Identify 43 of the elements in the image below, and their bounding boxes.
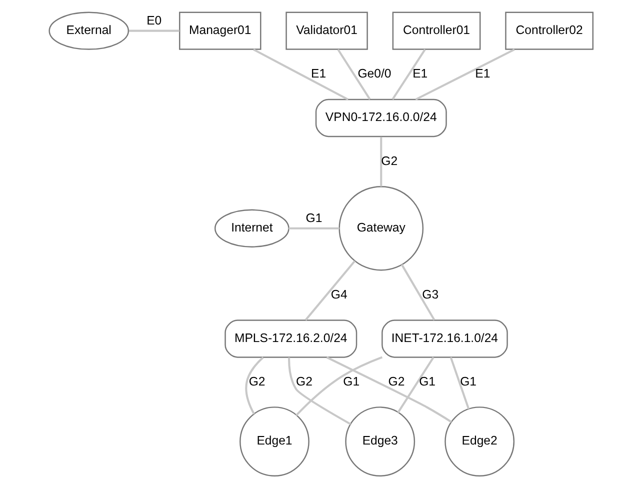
edge-label: G2	[380, 154, 398, 168]
node-circle: Edge3	[344, 406, 415, 476]
node-circle: Edge2	[444, 406, 514, 476]
node-box: INET-172.16.1.0/24	[381, 320, 508, 358]
connector	[326, 356, 452, 423]
node-box: VPN0-172.16.0.0/24	[314, 98, 446, 138]
connector	[244, 356, 264, 415]
connector	[304, 260, 356, 321]
edge-label: G2	[296, 374, 312, 389]
edge-label: G1	[305, 210, 322, 225]
connector	[128, 30, 179, 32]
edge-label: G2	[248, 374, 265, 389]
edge-label: G2	[388, 374, 404, 389]
connector	[288, 227, 339, 230]
connector	[288, 357, 351, 425]
edge-label: G4	[330, 287, 347, 302]
node-ellipse: External	[48, 12, 129, 50]
edge-label: G1	[342, 374, 360, 389]
connector	[336, 48, 370, 100]
edge-label: G1	[418, 374, 435, 389]
node-box: Manager01	[178, 12, 261, 50]
edge-label: E0	[146, 13, 162, 28]
connector	[414, 48, 514, 100]
edge-label: E1	[310, 66, 326, 81]
edge-label: Ge0/0	[357, 66, 391, 81]
node-circle: Edge1	[239, 406, 309, 476]
node-box: MPLS-172.16.2.0/24	[224, 320, 357, 358]
edge-label: E1	[474, 66, 490, 81]
connector	[295, 356, 382, 416]
edge-label: G3	[422, 287, 438, 302]
node-box: Controller01	[392, 12, 480, 50]
connector	[449, 356, 470, 410]
node-box: Validator01	[285, 12, 368, 50]
connector	[252, 48, 348, 100]
node-box: Controller02	[504, 12, 594, 50]
edge-label: E1	[412, 66, 428, 81]
connector	[400, 264, 435, 321]
node-ellipse: Internet	[214, 209, 289, 248]
node-circle: Gateway	[338, 186, 424, 271]
edge-label: G1	[460, 374, 476, 389]
connector	[396, 356, 434, 414]
connector	[380, 136, 382, 186]
connector	[391, 48, 426, 100]
